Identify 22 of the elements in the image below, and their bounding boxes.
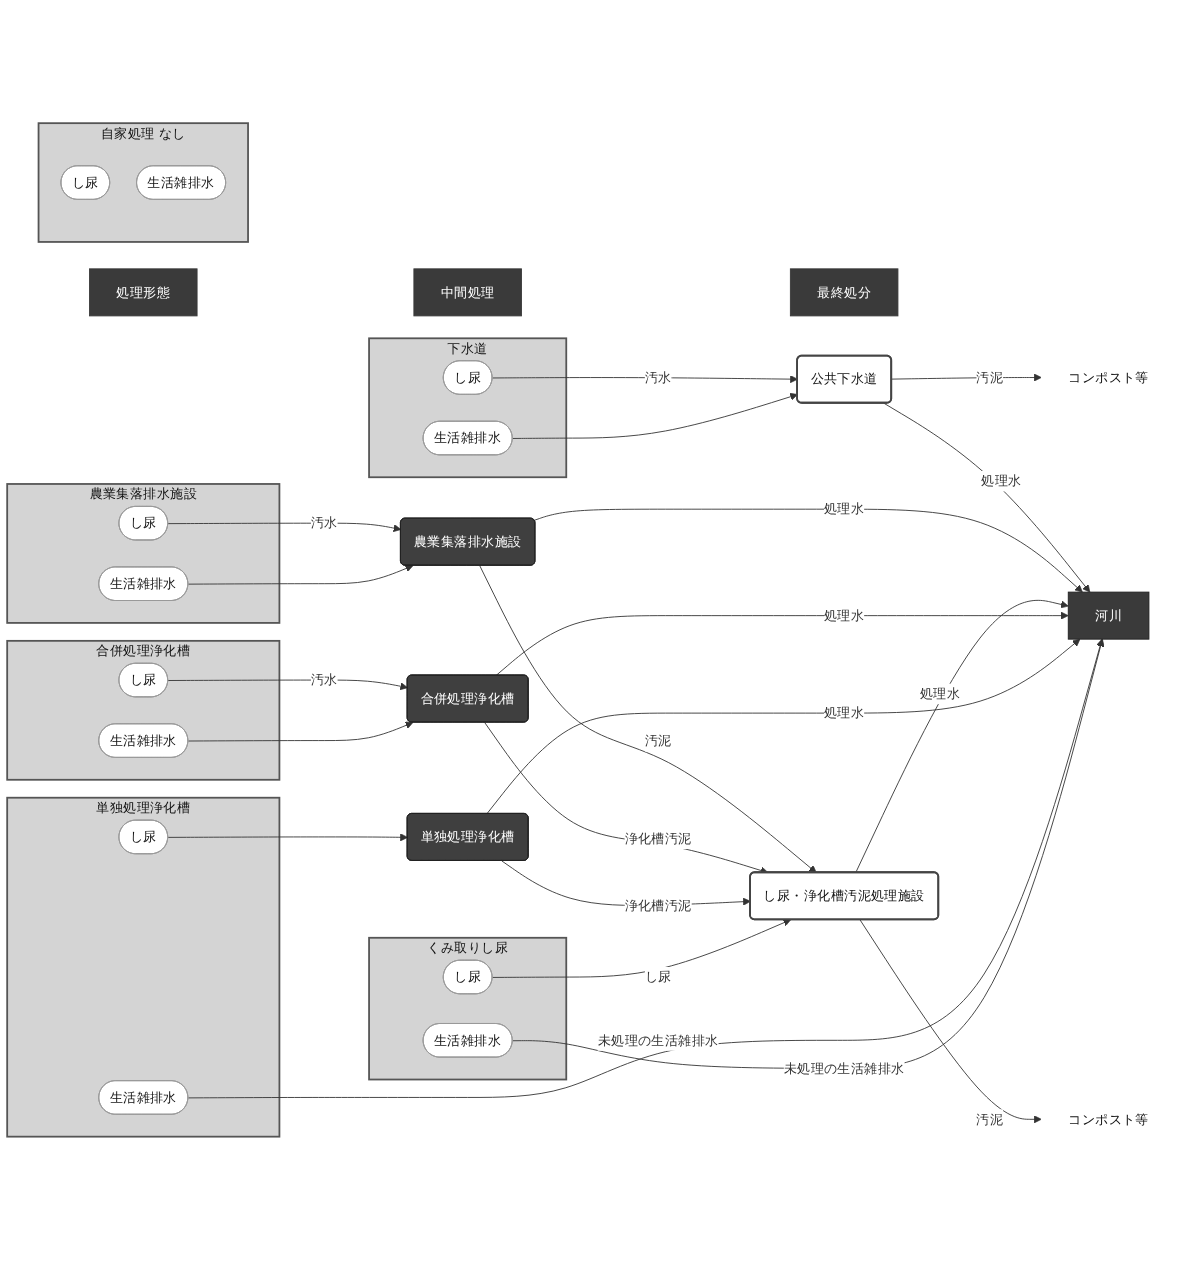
edge-label: 処理水 [981,472,1022,489]
edge-label: し尿 [644,968,672,985]
edge-label: 汚泥 [976,1111,1004,1128]
edge-label: 浄化槽汚泥 [624,897,692,914]
edge-label: 汚泥 [644,732,672,749]
edge-label: 処理水 [823,704,865,721]
node-text: コンポスト等 [1068,1111,1149,1128]
edge-label: 処理水 [919,685,961,702]
node-box: 中間処理 [413,268,522,317]
node-box: 処理形態 [89,268,198,317]
edge-label: 処理水 [823,607,865,624]
node-box: 最終処分 [789,268,899,317]
node-box: 河川 [1067,591,1150,640]
node-text: コンポスト等 [1068,369,1149,386]
edge-label: 処理水 [823,500,865,518]
edge-label: 汚水 [310,671,338,688]
edge-label: 汚泥 [976,369,1004,386]
edge-label: 未処理の生活雑排水 [597,1032,719,1049]
edge-label: 浄化槽汚泥 [624,830,692,847]
edge-label: 未処理の生活雑排水 [783,1060,905,1077]
edge-label: 汚水 [310,514,338,532]
edge-label: 汚水 [644,369,672,386]
